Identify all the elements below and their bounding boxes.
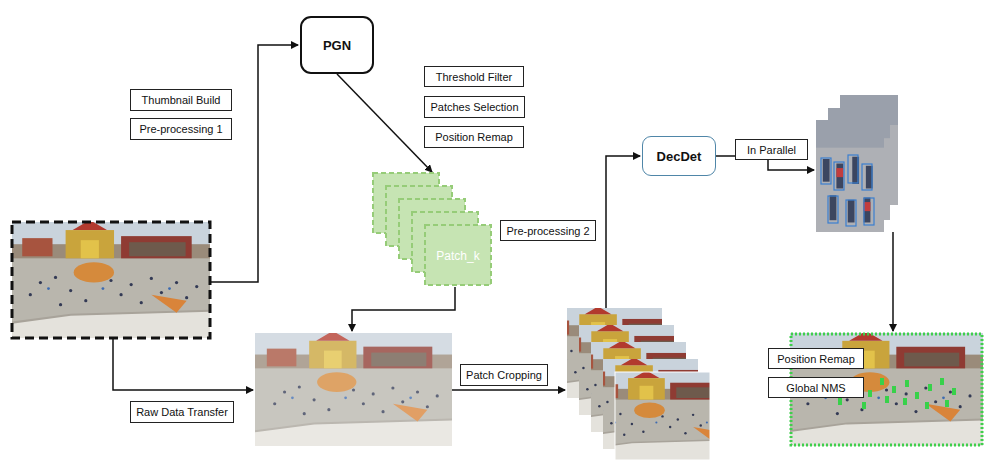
final-result-image	[928, 384, 932, 391]
patch-label: Patch_k	[424, 225, 492, 287]
detection-results	[816, 114, 884, 239]
detection-results	[834, 162, 844, 190]
final-result-image	[892, 386, 896, 393]
final-result-image	[880, 378, 884, 385]
patch-crops	[536, 306, 739, 460]
step-label-box: Raw Data Transfer	[130, 401, 234, 423]
patch-stack-outline	[372, 172, 492, 287]
flow-arrows	[113, 338, 253, 390]
raw-image	[12, 222, 210, 338]
step-label-box: Patches Selection	[424, 96, 525, 118]
patch-crops	[586, 370, 739, 460]
step-label-box: Patch Cropping	[460, 364, 548, 386]
detection-results	[862, 164, 872, 190]
step-label-box: Pre-processing 2	[500, 220, 596, 241]
step-label-box: Position Remap	[424, 126, 524, 148]
node-label: Patches Selection	[430, 101, 518, 113]
final-result-image	[903, 398, 907, 405]
final-result-image	[838, 398, 842, 405]
flow-arrow	[337, 74, 432, 172]
flow-arrows	[352, 287, 455, 331]
final-result-image	[940, 378, 944, 385]
patch-stack: Patch_k	[372, 172, 492, 287]
preprocessed-image	[255, 331, 452, 446]
preprocessed-image	[255, 331, 452, 446]
patch-crops	[615, 372, 710, 460]
final-result-image	[868, 390, 872, 397]
node-label: DecDet	[657, 149, 702, 164]
detection-results	[821, 158, 831, 184]
flow-arrows	[892, 232, 894, 331]
node-label: In Parallel	[747, 144, 796, 156]
node-label: PGN	[323, 38, 351, 53]
final-result-image	[925, 402, 929, 409]
detection-results	[828, 196, 838, 223]
node-label: Thumbnail Build	[142, 94, 221, 106]
final-result-image	[952, 388, 956, 395]
network-box: PGN	[300, 16, 374, 74]
node-label: Pre-processing 2	[506, 225, 589, 237]
flow-arrows	[606, 156, 640, 308]
step-label-box: Pre-processing 1	[130, 118, 232, 140]
preprocessed-image	[255, 333, 452, 446]
detection-results	[816, 95, 899, 238]
node-label: Patch Cropping	[466, 369, 542, 381]
network-box: DecDet	[642, 136, 716, 176]
step-label-box: Thumbnail Build	[130, 89, 232, 111]
final-result-image	[885, 396, 889, 403]
step-label-box: In Parallel	[735, 139, 808, 160]
final-result-image	[862, 402, 866, 409]
flow-arrows	[452, 389, 565, 391]
node-label: Position Remap	[435, 131, 513, 143]
final-result-image	[945, 400, 949, 407]
raw-image	[10, 220, 212, 338]
step-label-box: Position Remap	[768, 348, 864, 369]
detection-results	[864, 198, 874, 225]
final-result-image	[905, 380, 909, 387]
raw-image	[10, 220, 212, 338]
node-label: Global NMS	[786, 382, 845, 394]
flow-arrows	[113, 45, 893, 390]
detection-results	[846, 200, 856, 226]
node-label: Pre-processing 1	[139, 123, 222, 135]
node-label: Threshold Filter	[436, 71, 512, 83]
final-result-image	[915, 392, 919, 399]
node-label: Raw Data Transfer	[136, 406, 228, 418]
detection-results	[848, 155, 858, 183]
node-label: Position Remap	[777, 353, 855, 365]
step-label-box: Threshold Filter	[424, 66, 524, 87]
flow-arrows	[210, 45, 298, 282]
detection-results	[821, 155, 874, 226]
step-label-box: Global NMS	[768, 377, 864, 398]
